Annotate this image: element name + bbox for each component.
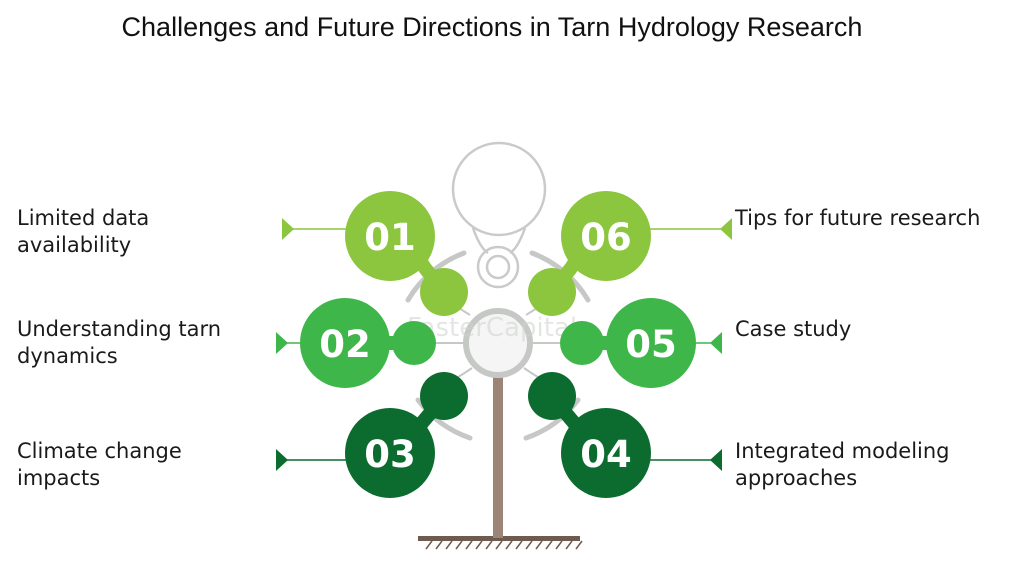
item-label-04-line-1: Integrated modeling [735,439,950,463]
pointer-04 [650,449,722,471]
item-label-04-line-2: approaches [735,466,858,490]
leaf-01: 01 [345,191,468,316]
item-label-05-line-1: Case study [735,317,852,341]
top-bud [451,141,547,289]
item-label-03-line-1: Climate change [17,439,182,463]
item-label-02-line-1: Understanding tarn [17,317,222,341]
leaf-03: 03 [345,372,468,498]
pointer-05 [696,332,722,354]
pointer-06 [650,218,732,240]
item-label-05: Case study [735,316,851,343]
leaf-number-04: 04 [580,433,632,476]
center-hub [463,308,533,378]
leaf-05: 05 [560,298,696,388]
leaf-06: 06 [528,191,651,316]
page-title: Challenges and Future Directions in Tarn… [121,12,863,42]
pointer-03 [276,449,346,471]
tree-trunk [493,372,503,538]
item-label-06: Tips for future research [735,205,980,232]
item-label-01: Limited data availability [17,205,149,259]
pointer-01 [282,218,346,240]
ground-hatch [425,540,583,550]
item-label-02-line-2: dynamics [17,344,118,368]
item-label-04: Integrated modeling approaches [735,438,950,492]
leaf-number-03: 03 [364,433,416,476]
item-label-03: Climate change impacts [17,438,182,492]
leaf-number-06: 06 [580,216,632,259]
ground-line [418,536,580,541]
pointer-02 [276,332,300,354]
leaf-04: 04 [528,372,651,498]
item-label-03-line-2: impacts [17,466,101,490]
leaf-number-01: 01 [364,216,416,259]
item-label-01-line-2: availability [17,233,132,257]
item-label-01-line-1: Limited data [17,206,150,230]
leaf-number-02: 02 [319,323,371,366]
item-label-02: Understanding tarn dynamics [17,316,221,370]
leaf-number-05: 05 [625,323,677,366]
item-label-06-line-1: Tips for future research [735,206,981,230]
leaf-02: 02 [300,298,436,388]
